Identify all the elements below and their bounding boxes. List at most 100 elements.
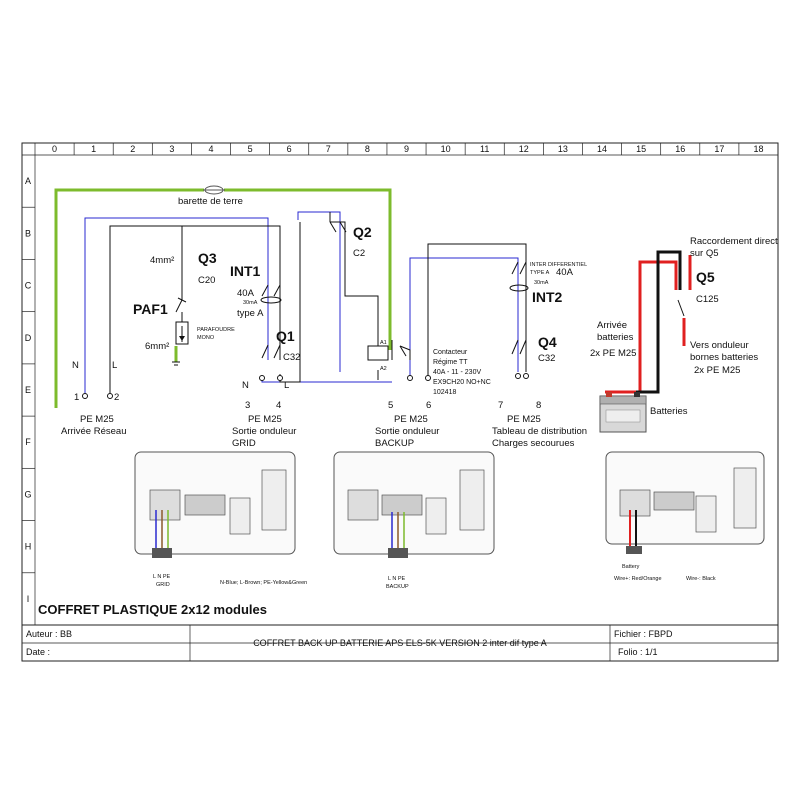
grid-caption2: GRID [156,582,170,588]
grid-column-label: 1 [91,144,96,154]
backup-caption1: L N PE [388,576,406,582]
contactor-coil [367,340,407,361]
gland4-l3: Charges secourues [492,438,575,449]
grid-row-label: B [25,228,31,238]
grid-column-label: 17 [714,144,724,154]
paf1-cable: 6mm² [145,341,169,352]
wire-neg-legend: Wire-: Black [686,576,716,582]
gland3-l3: BACKUP [375,438,414,449]
contactor-a2: A2 [380,366,387,372]
grid-row-label: D [25,333,32,343]
contactor-l2: Régime TT [433,359,468,366]
int2-rcd [509,261,529,292]
file: Fichier : FBPD [614,629,673,639]
gland3-l2: Sortie onduleur [375,426,439,437]
contactor-l4: EX9CH20 NO+NC [433,379,491,386]
q1-breaker [261,344,281,359]
terminal-6: 6 [426,400,431,411]
q2-label: Q2 [353,224,372,240]
int1-rcd [260,284,282,304]
grid-column-label: 12 [519,144,529,154]
grid-column-label: 4 [208,144,213,154]
wire-pos-legend: Wire+: Red/Orange [614,576,662,582]
q5-note2: sur Q5 [690,248,719,259]
battery-to2: bornes batteries [690,352,758,363]
battery-icon [599,392,647,433]
grid-caption1: L N PE [153,574,171,580]
q5-label: Q5 [696,269,715,285]
terminal-8: 8 [536,400,541,411]
q3-rating: C20 [198,275,215,286]
grid-column-label: 8 [365,144,370,154]
grid-row-label: A [25,176,31,186]
grid-row-label: H [25,542,32,552]
q1-label: Q1 [276,328,295,344]
int2-desc2: TYPE A [530,270,550,276]
inverter-backup-drawing [333,451,495,558]
q3-label: Q3 [198,250,217,266]
contactor-l5: 102418 [433,389,456,396]
paf1-desc1: PARAFOUDRE [197,327,235,333]
wire-legend: N-Blue; L-Brown; PE-Yellow&Green [220,580,307,586]
terminal-1: 1 [74,392,79,403]
earth-conductor [54,188,392,408]
q4-breaker [511,339,527,355]
sheet-frame [21,142,779,662]
q4-label: Q4 [538,334,557,350]
q5-rating: C125 [696,294,719,305]
grid-column-label: 13 [558,144,568,154]
terminal-4: 4 [276,400,281,411]
inverter-grid-drawing [134,451,296,558]
battery-wiring [605,250,692,394]
q2-breaker [329,221,347,233]
paf1-surge-arrester [172,321,189,366]
grid-column-label: 3 [169,144,174,154]
grid-row-label: G [24,489,31,499]
description: COFFRET BACK UP BATTERIE APS ELS-5K VERS… [253,638,547,648]
grid-column-label: 7 [326,144,331,154]
grid-column-label: 2 [130,144,135,154]
int2-sensitivity: 30mA [534,280,549,286]
terminal-2: 2 [114,392,119,403]
grid-row-label: I [27,594,30,604]
battery-arrival2: batteries [597,332,634,343]
grid-column-label: 18 [753,144,763,154]
author: Auteur : BB [26,629,72,639]
terminal-l-left: L [112,360,117,371]
grid-column-label: 10 [441,144,451,154]
q1-rating: C32 [283,352,300,363]
contactor-l1: Contacteur [433,349,468,356]
folio: Folio : 1/1 [618,647,658,657]
gland2-l1: PE M25 [248,414,282,425]
paf1-label: PAF1 [133,301,168,317]
terminal-7: 7 [498,400,503,411]
grid-column-label: 9 [404,144,409,154]
int1-type: type A [237,308,264,319]
gland4-l1: PE M25 [507,414,541,425]
battery-to3: 2x PE M25 [694,365,740,376]
earth-bar-label: barette de terre [178,196,243,207]
backup-caption2: BACKUP [386,584,409,590]
terminal-3: 3 [245,400,250,411]
gland1-l1: PE M25 [80,414,114,425]
contactor-l3: 40A - 11 - 230V [433,369,481,376]
gland2-l3: GRID [232,438,256,449]
sheet-title: COFFRET PLASTIQUE 2x12 modules [38,602,267,617]
grid-column-label: 0 [52,144,57,154]
grid-column-label: 14 [597,144,607,154]
grid-row-label: F [25,437,31,447]
q1-n-label: N [242,380,249,391]
paf1-desc2: MONO [197,335,215,341]
int2-rating: 40A [556,267,574,278]
int1-sensitivity: 30mA [243,300,258,306]
q3-cable: 4mm² [150,255,174,266]
int1-label: INT1 [230,263,261,279]
grid-row-label: E [25,385,31,395]
battery-arrival3: 2x PE M25 [590,348,636,359]
grid-column-label: 5 [248,144,253,154]
grid-column-label: 11 [480,144,489,154]
battery-arrival1: Arrivée [597,320,627,331]
grid-row-label: C [25,281,32,291]
gland3-l1: PE M25 [394,414,428,425]
